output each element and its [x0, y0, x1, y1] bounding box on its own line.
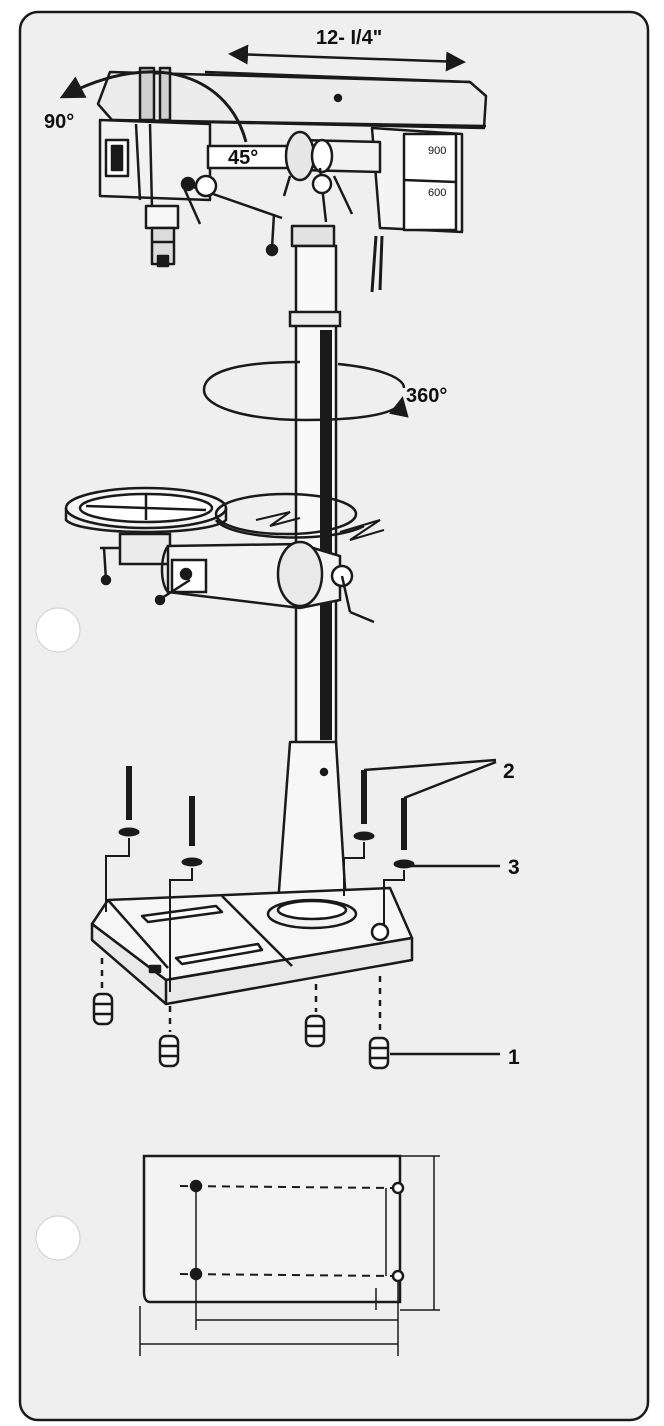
callout-label-2: 2	[503, 760, 515, 783]
width-dimension-label: 12- I/4"	[316, 27, 382, 49]
callout-label-1: 1	[508, 1046, 520, 1069]
callout-leaders	[363, 758, 500, 1056]
binder-hole-top	[35, 607, 81, 653]
arm-tilt-label: 45°	[228, 147, 258, 169]
nut-1	[92, 992, 114, 1026]
callout-label-3: 3	[508, 856, 520, 879]
nut-4	[368, 1036, 390, 1070]
rotation-indicator	[202, 360, 409, 422]
width-dimension-arrow	[228, 44, 466, 72]
binder-hole-bottom	[35, 1215, 81, 1261]
base-footprint-plan	[139, 1154, 440, 1356]
dial-mark-bottom: 600	[428, 187, 446, 199]
head-tilt-arc	[59, 70, 248, 143]
head-tilt-label: 90°	[44, 111, 74, 133]
nut-2	[158, 1034, 180, 1068]
rotation-label: 360°	[406, 385, 447, 407]
base-assembly	[90, 740, 414, 1006]
drill-head	[96, 66, 488, 293]
anchor-bolts	[105, 766, 415, 992]
work-table	[64, 486, 385, 624]
nut-3	[304, 1014, 326, 1048]
leveling-nuts	[92, 992, 390, 1070]
nut-drop-lines	[100, 958, 382, 1034]
dial-mark-top: 900	[428, 145, 446, 157]
